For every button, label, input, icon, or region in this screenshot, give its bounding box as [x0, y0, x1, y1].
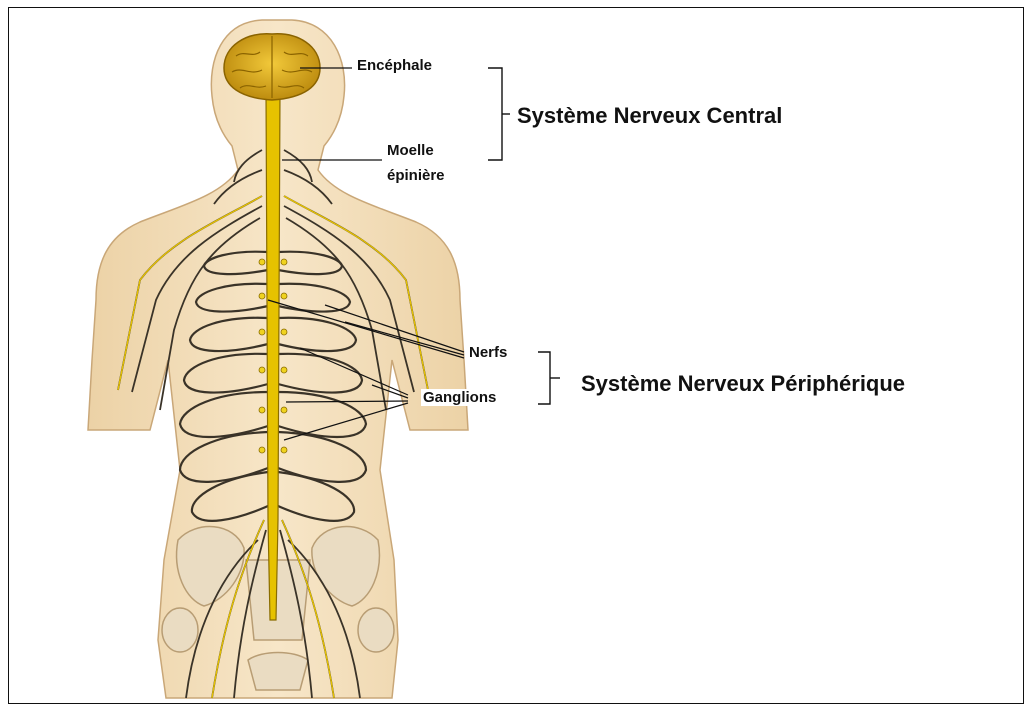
snc-label: Système Nerveux Central: [517, 104, 782, 128]
moelle-label-line1: Moelle: [387, 142, 434, 159]
ganglions-label: Ganglions: [421, 389, 498, 406]
encephale-label: Encéphale: [357, 57, 432, 74]
brain: [224, 34, 320, 100]
nerfs-label: Nerfs: [467, 344, 509, 361]
snp-label: Système Nerveux Périphérique: [581, 372, 905, 396]
spinal-cord: [266, 92, 280, 620]
moelle-label-line2: épinière: [387, 167, 445, 184]
